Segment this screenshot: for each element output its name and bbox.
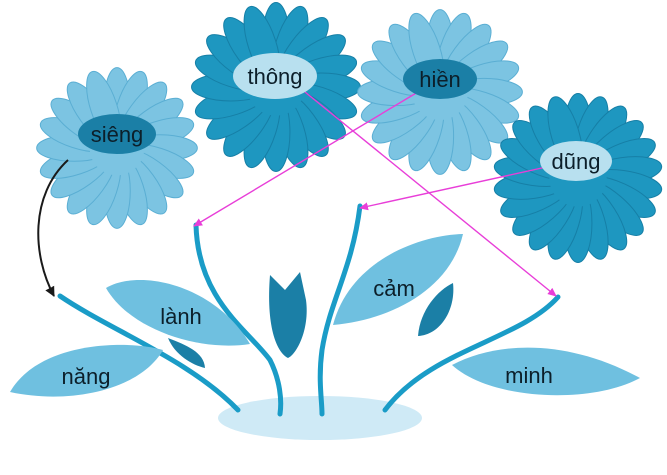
center-sieng [78, 114, 156, 154]
flower-word-thong: thông [247, 64, 302, 89]
leaf-cam [333, 234, 463, 325]
leaf-word-cam: cảm [373, 276, 415, 301]
center-hien [403, 59, 477, 99]
arrow-hien-lanh [193, 85, 429, 227]
arrow-dung-cam [359, 165, 552, 211]
leaf-minh [452, 347, 640, 396]
bud [269, 272, 307, 358]
leaf-cam-dark [418, 283, 454, 336]
flower-word-dung: dũng [552, 149, 601, 174]
stems [57, 203, 561, 417]
flower-labels: siêng thông hiền dũng [78, 53, 612, 181]
leaf-word-minh: minh [505, 363, 553, 388]
connections [37, 85, 557, 297]
flower-word-hien: hiền [419, 67, 461, 92]
arrow-sieng-nang [37, 159, 69, 297]
leaf-word-nang: năng [62, 364, 111, 389]
leaf-nang [10, 344, 163, 397]
leaf-lanh-dark [168, 338, 205, 368]
leaves [10, 234, 640, 397]
leaf-labels: năng lành cảm minh [62, 276, 553, 389]
leaf-word-lanh: lành [160, 304, 202, 329]
center-dung [540, 141, 612, 181]
leaf-lanh [106, 279, 250, 346]
arrow-thong-minh [304, 91, 557, 297]
center-thong [233, 53, 317, 99]
pond [218, 396, 422, 440]
flower-word-sieng: siêng [91, 122, 144, 147]
